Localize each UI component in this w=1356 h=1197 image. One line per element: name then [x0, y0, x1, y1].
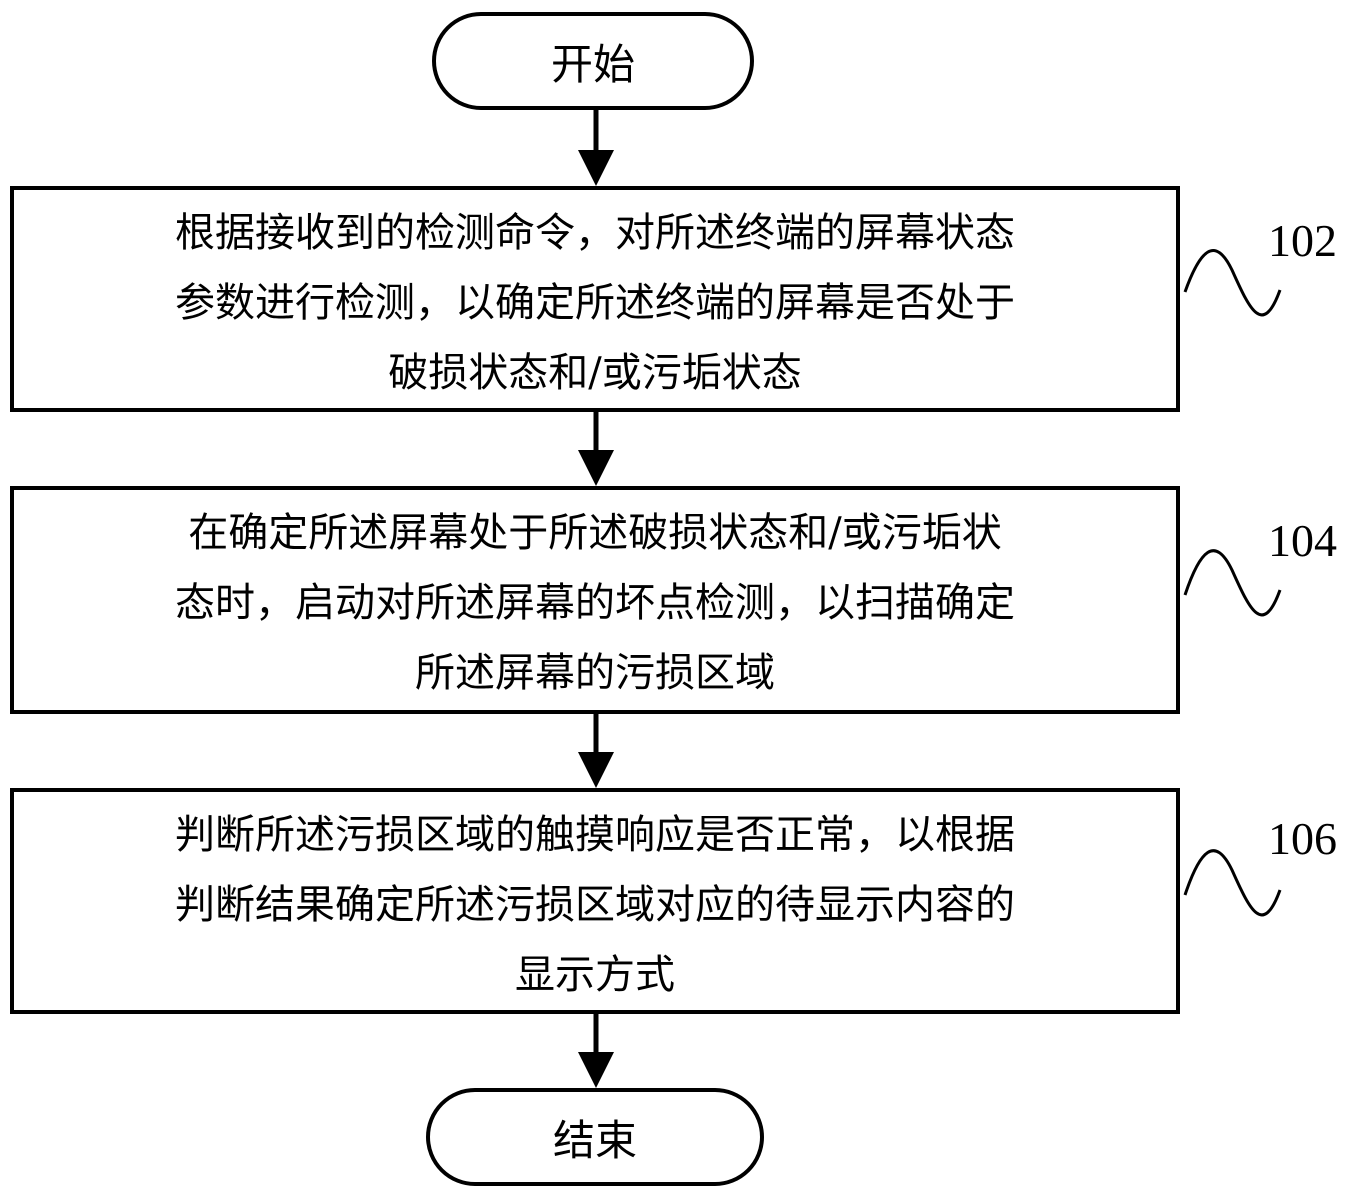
step-104-line-1: 在确定所述屏幕处于所述破损状态和/或污垢状 [22, 498, 1168, 568]
step-box-106: 判断所述污损区域的触摸响应是否正常，以根据 判断结果确定所述污损区域对应的待显示… [10, 788, 1180, 1014]
leader-wave-106 [1185, 851, 1280, 915]
step-104-line-2: 态时，启动对所述屏幕的坏点检测，以扫描确定 [22, 568, 1168, 638]
step-box-104: 在确定所述屏幕处于所述破损状态和/或污垢状 态时，启动对所述屏幕的坏点检测，以扫… [10, 486, 1180, 714]
ref-label-104: 104 [1268, 514, 1337, 567]
step-102-line-1: 根据接收到的检测命令，对所述终端的屏幕状态 [22, 198, 1168, 268]
start-terminal: 开始 [432, 12, 754, 110]
arrowhead-1 [578, 150, 614, 186]
start-label: 开始 [551, 31, 635, 92]
arrowhead-4 [578, 1052, 614, 1088]
step-106-line-1: 判断所述污损区域的触摸响应是否正常，以根据 [22, 800, 1168, 870]
step-104-line-3: 所述屏幕的污损区域 [22, 638, 1168, 708]
ref-label-106: 106 [1268, 812, 1337, 865]
step-102-line-3: 破损状态和/或污垢状态 [22, 338, 1168, 408]
leader-wave-104 [1185, 551, 1280, 615]
arrowhead-3 [578, 752, 614, 788]
ref-label-102: 102 [1268, 214, 1337, 267]
end-label: 结束 [553, 1107, 637, 1168]
step-box-102: 根据接收到的检测命令，对所述终端的屏幕状态 参数进行检测，以确定所述终端的屏幕是… [10, 186, 1180, 412]
step-106-line-2: 判断结果确定所述污损区域对应的待显示内容的 [22, 870, 1168, 940]
leader-wave-102 [1185, 250, 1280, 314]
step-102-line-2: 参数进行检测，以确定所述终端的屏幕是否处于 [22, 268, 1168, 338]
arrowhead-2 [578, 450, 614, 486]
step-106-line-3: 显示方式 [22, 940, 1168, 1010]
end-terminal: 结束 [426, 1088, 764, 1186]
